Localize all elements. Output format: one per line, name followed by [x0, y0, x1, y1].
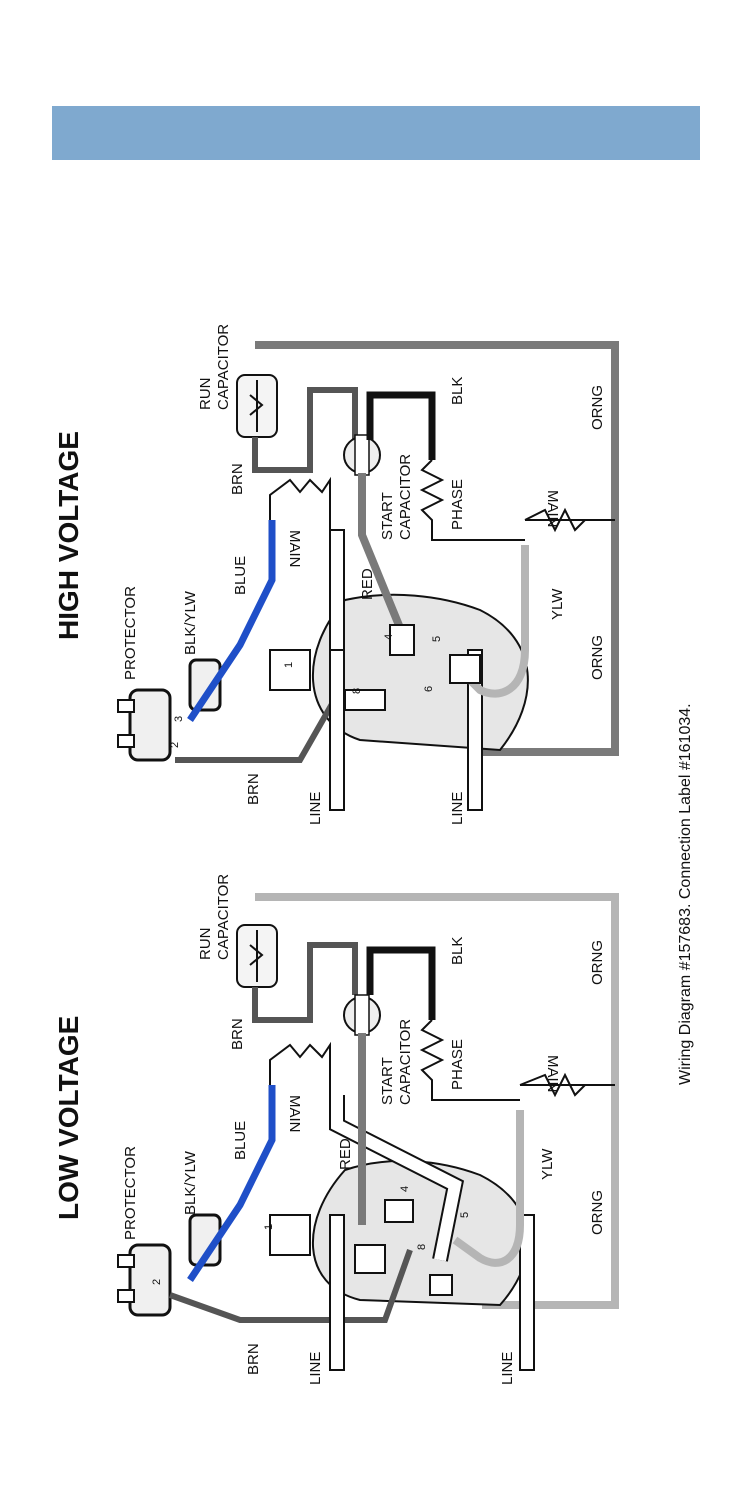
high-line-2-label: LINE [449, 792, 466, 825]
low-ylw-wire [452, 1110, 524, 1267]
high-ylw-label: YLW [549, 588, 566, 620]
header-bar [52, 106, 700, 160]
high-orng-top-label: ORNG [589, 385, 606, 430]
high-start-capacitor-label-1: START [379, 492, 396, 540]
low-line-1-label: LINE [307, 1352, 324, 1385]
low-brn-bottom-label: BRN [245, 1343, 262, 1375]
high-phase-winding [419, 459, 525, 541]
high-blkylw-label: BLK/YLW [182, 590, 199, 655]
low-main-winding [269, 1041, 331, 1095]
high-main-upper-label: MAIN [286, 530, 303, 568]
low-blue-wire [187, 1085, 276, 1282]
high-terminal-6: 6 [423, 686, 435, 692]
high-blk-label: BLK [449, 377, 466, 405]
high-brn-top-label: BRN [229, 463, 246, 495]
low-main-lower-label: MAIN [544, 1055, 561, 1093]
high-orng-bottom-label: ORNG [589, 635, 606, 680]
low-brn-top-label: BRN [229, 1018, 246, 1050]
low-start-capacitor-label-1: START [379, 1057, 396, 1105]
low-title: LOW VOLTAGE [53, 1016, 84, 1220]
high-blue-wire [187, 520, 276, 722]
low-start-capacitor [343, 994, 381, 1036]
high-start-capacitor-label-2: CAPACITOR [397, 454, 414, 540]
high-brn-wire-bottom [175, 688, 343, 763]
high-brn-wire-top [252, 387, 358, 473]
high-terminal-4: 4 [383, 634, 395, 640]
high-protector [117, 658, 222, 762]
low-run-capacitor [236, 924, 278, 988]
high-start-cap-gray-wire [358, 473, 409, 642]
low-protector-label: PROTECTOR [122, 1146, 139, 1240]
high-terminal-8: 8 [351, 688, 363, 694]
high-main-winding [269, 476, 331, 530]
high-line-1-label: LINE [307, 792, 324, 825]
low-terminal-5: 5 [459, 1212, 471, 1218]
low-ylw-label: YLW [539, 1148, 556, 1180]
low-run-capacitor-label-1: RUN [197, 928, 214, 961]
high-phase-label: PHASE [449, 479, 466, 530]
low-run-capacitor-label-2: CAPACITOR [215, 874, 232, 960]
low-terminal-1: 1 [263, 1224, 275, 1230]
low-blk-label: BLK [449, 937, 466, 965]
low-orng-bottom-label: ORNG [589, 1190, 606, 1235]
high-run-capacitor-label-2: CAPACITOR [215, 324, 232, 410]
high-title: HIGH VOLTAGE [53, 431, 84, 640]
wiring-diagram-note: Wiring Diagram #157683. Connection Label… [677, 703, 694, 1085]
low-main-upper-label: MAIN [286, 1095, 303, 1133]
high-run-capacitor [236, 374, 278, 438]
high-ylw-wire [457, 545, 529, 698]
high-terminal-2: 2 [169, 742, 181, 748]
high-red-label: RED [359, 568, 376, 600]
low-blue-label: BLUE [232, 1121, 249, 1160]
low-blkylw-label: BLK/YLW [182, 1150, 199, 1215]
high-start-capacitor [343, 434, 381, 476]
low-terminal-2: 2 [151, 1279, 163, 1285]
low-blk-wire [366, 946, 436, 1020]
low-brn-wire-bottom [168, 1248, 413, 1323]
high-voltage-diagram: HIGH VOLTAGE PROTECTOR BLK/YLW BLUE BRN … [53, 324, 619, 825]
high-main-winding-lower [524, 507, 615, 533]
high-orng-loop-wire [255, 341, 619, 756]
low-terminal-4: 4 [399, 1186, 411, 1192]
high-run-capacitor-label-1: RUN [197, 378, 214, 411]
high-main-lower-label: MAIN [544, 490, 561, 528]
low-terminal-8: 8 [416, 1244, 428, 1250]
high-compressor-body [311, 593, 529, 752]
low-voltage-diagram: LOW VOLTAGE PROTECTOR BLK/YLW BLUE BRN L… [53, 874, 619, 1385]
low-phase-label: PHASE [449, 1039, 466, 1090]
high-protector-label: PROTECTOR [122, 586, 139, 680]
low-compressor-body [312, 1159, 529, 1307]
low-start-capacitor-label-2: CAPACITOR [397, 1019, 414, 1105]
high-terminal-3: 3 [173, 716, 185, 722]
high-blk-wire [366, 391, 436, 460]
low-brn-wire-top [252, 942, 358, 1023]
low-red-label: RED [337, 1138, 354, 1170]
high-terminal-5: 5 [431, 636, 443, 642]
high-terminal-1: 1 [283, 662, 295, 668]
low-orng-loop-wire [255, 893, 619, 1309]
low-phase-winding [419, 1019, 520, 1101]
low-line-2-label: LINE [499, 1352, 516, 1385]
high-brn-bottom-label: BRN [245, 773, 262, 805]
low-orng-top-label: ORNG [589, 940, 606, 985]
low-main-winding-lower [519, 1072, 615, 1098]
high-blue-label: BLUE [232, 556, 249, 595]
